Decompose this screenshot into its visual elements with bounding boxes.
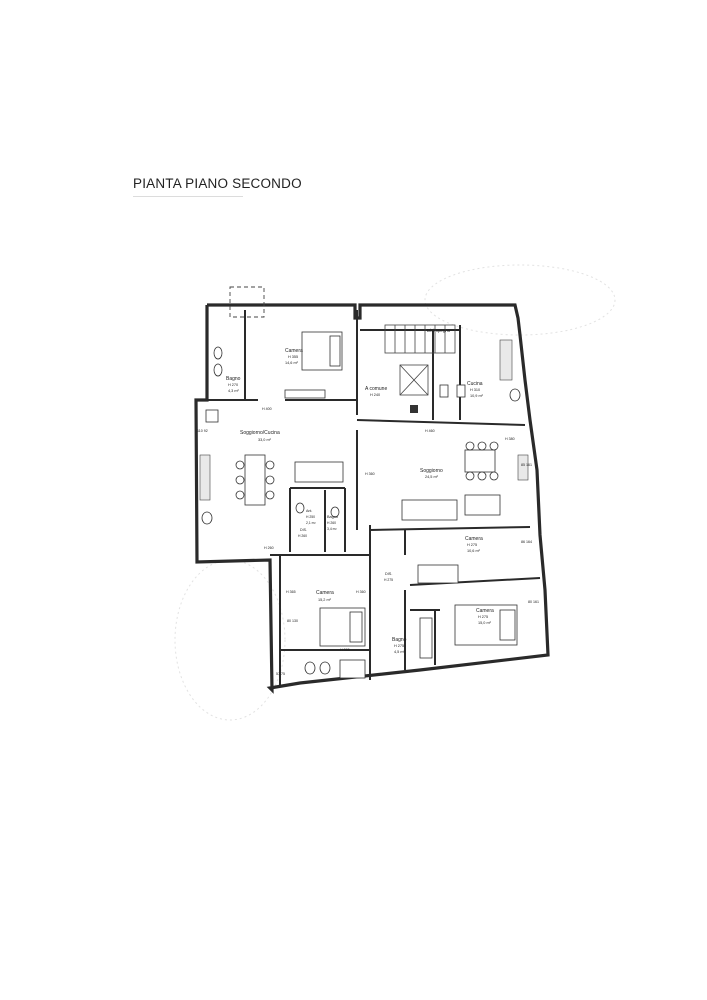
room-area-cucina: 10,9 m² bbox=[470, 394, 484, 398]
room-label-cucina: Cucina bbox=[467, 381, 483, 387]
annotation-d80-161: 80 161 bbox=[528, 600, 539, 604]
annotation-d86-164: 86 164 bbox=[521, 540, 532, 544]
room-height-bagno-1: H 270 bbox=[228, 383, 238, 387]
annotation-h460: H 460 bbox=[425, 429, 435, 433]
annotations: H 400 H 360 H 460 H 380 H 365 H 360 H 36… bbox=[197, 407, 539, 676]
room-label-dis-2: DIS. bbox=[300, 528, 307, 532]
room-area-camera-1: 14,6 m² bbox=[285, 361, 299, 365]
annotation-h365b: H 365 bbox=[340, 648, 350, 652]
room-area-camera-3: 10,6 m² bbox=[467, 549, 481, 553]
room-height-camera-4: H 275 bbox=[478, 615, 488, 619]
annotation-d57-75: 57 75 bbox=[276, 672, 285, 676]
furniture bbox=[199, 331, 529, 679]
room-labels: Camera H 355 14,6 m² Bagno H 270 4,3 m² … bbox=[226, 328, 494, 654]
annotation-h400: H 400 bbox=[262, 407, 272, 411]
room-label-soggiorno: Soggiorno bbox=[420, 468, 443, 474]
room-label-a-comune: A comune bbox=[365, 386, 387, 392]
room-height-cucina: H 310 bbox=[470, 388, 480, 392]
room-label-camera-2: Camera bbox=[316, 590, 334, 596]
room-height-camera-3: H 275 bbox=[467, 543, 477, 547]
room-label-dis-3: DIS. bbox=[385, 572, 392, 576]
room-height-camera-1: H 355 bbox=[288, 355, 298, 359]
outer-walls bbox=[194, 286, 550, 694]
room-area-bagno-1: 4,3 m² bbox=[228, 389, 239, 393]
annotation-h365: H 365 bbox=[286, 590, 296, 594]
staircase bbox=[384, 324, 456, 396]
room-area-bagno-2: 3,4 m² bbox=[327, 527, 337, 531]
annotation-d80-130: 80 130 bbox=[287, 619, 298, 623]
page-title: PIANTA PIANO SECONDO bbox=[133, 176, 302, 191]
room-height-dis-3: H 275 bbox=[384, 578, 393, 582]
room-label-camera-3: Camera bbox=[465, 536, 483, 542]
annotation-d110-92: 110 92 bbox=[197, 429, 208, 433]
room-height-dis-2: H 260 bbox=[298, 534, 307, 538]
room-area-bagno-3: 4,5 m² bbox=[394, 650, 405, 654]
title-underline bbox=[133, 196, 243, 197]
room-label-dis-1: Ant. bbox=[306, 509, 312, 513]
annotation-d85-161: 85 161 bbox=[521, 463, 532, 467]
room-area-camera-4: 15,0 m² bbox=[478, 621, 492, 625]
room-area-camera-2: 15,2 m² bbox=[318, 598, 332, 602]
room-area-dis-1: 2,1 m² bbox=[306, 521, 316, 525]
annotation-h360: H 360 bbox=[365, 472, 375, 476]
room-label-disimpegno: Disimpegno bbox=[427, 328, 451, 333]
annotation-h380: H 380 bbox=[505, 437, 515, 441]
room-height-a-comune: H 240 bbox=[370, 393, 380, 397]
room-label-bagno-1: Bagno bbox=[226, 376, 241, 382]
room-label-camera-1: Camera bbox=[285, 348, 303, 354]
room-area-soggiorno-cucina: 33,0 m² bbox=[258, 438, 272, 442]
room-label-bagno-2: Bagno bbox=[327, 515, 338, 519]
interior-walls bbox=[207, 310, 541, 685]
room-height-bagno-2: H 260 bbox=[327, 521, 336, 525]
room-height-bagno-3: H 275 bbox=[394, 644, 404, 648]
room-height-dis-1: H 250 bbox=[306, 515, 315, 519]
annotation-h360b: H 360 bbox=[356, 590, 366, 594]
room-area-soggiorno: 24,5 m² bbox=[425, 475, 439, 479]
room-label-bagno-3: Bagno bbox=[392, 637, 407, 643]
room-label-soggiorno-cucina: Soggiorno/Cucina bbox=[240, 430, 280, 436]
annotation-h260: H 260 bbox=[264, 546, 274, 550]
room-label-camera-4: Camera bbox=[476, 608, 494, 614]
